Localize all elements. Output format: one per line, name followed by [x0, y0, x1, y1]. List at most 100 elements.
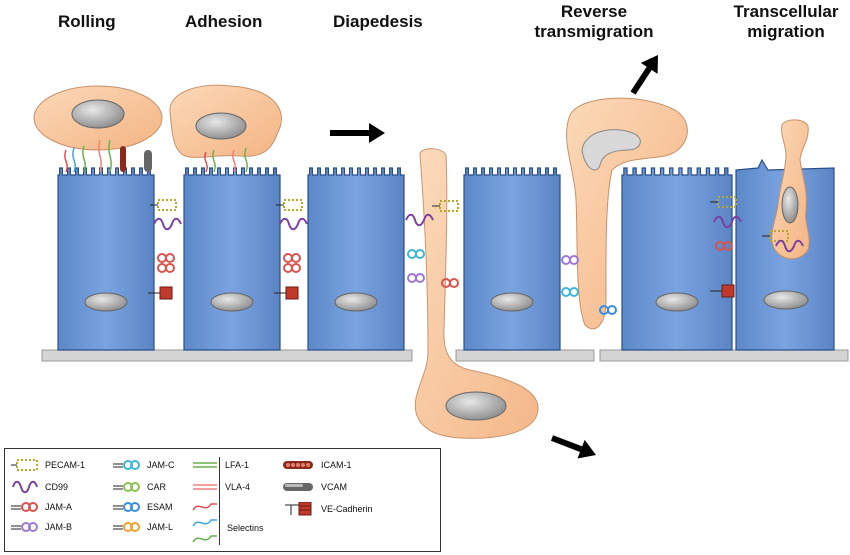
leukocyte-rolling-nucleus	[71, 99, 125, 129]
stage-title-transcellular-line2: migration	[747, 22, 825, 41]
selectin-rolling-2	[72, 147, 76, 173]
legend-label-jaml: JAM-L	[147, 522, 174, 532]
nucleus-transcellular-cell	[763, 290, 809, 310]
basement-membrane-right	[599, 349, 849, 362]
jamc-d-a	[407, 249, 417, 259]
cd99-icon	[12, 480, 38, 494]
legend-label-pecam1: PECAM-1	[45, 460, 86, 470]
legend: PECAM-1 CD99 JAM-A JAM-B JAM-C CAR ESAM	[4, 448, 441, 552]
legend-label-jama: JAM-A	[45, 502, 72, 512]
esam-r-b	[607, 305, 617, 315]
nucleus-reverse	[655, 292, 699, 312]
leukocyte-transcellular-nucleus	[781, 186, 799, 224]
vla4-rolling	[98, 139, 102, 173]
jamc-r-b	[569, 287, 579, 297]
legend-item-selectin-green	[191, 531, 219, 547]
legend-item-jamc: JAM-C	[113, 457, 175, 473]
leukocyte-diapedesis-nucleus	[445, 391, 507, 421]
stage-title-reverse: Reverse transmigration	[530, 2, 658, 42]
lfa1-icon	[193, 462, 217, 468]
jama-bot-a-b	[291, 263, 301, 273]
cd99-t	[775, 239, 804, 253]
legend-item-vecadherin: VE-Cadherin	[281, 501, 373, 517]
legend-label-cd99: CD99	[45, 482, 69, 492]
legend-item-vcam: VCAM	[281, 479, 347, 495]
cd99-r	[713, 215, 742, 229]
legend-label-vcam: VCAM	[321, 482, 348, 492]
stage-title-rolling: Rolling	[58, 12, 116, 31]
jama-top-a-a	[283, 253, 293, 263]
lfa1-adhesion	[212, 149, 216, 173]
icam1-icon	[283, 461, 313, 469]
selectin-green-icon	[192, 535, 217, 543]
stage-title-transcellular: Transcellular migration	[730, 2, 842, 42]
lfa1-adhesion-2	[244, 147, 248, 173]
legend-label-vla4: VLA-4	[225, 482, 251, 492]
jama-bot-r-a	[157, 263, 167, 273]
legend-item-selectin-red	[191, 499, 219, 515]
legend-item-selectin-blue	[191, 515, 219, 531]
jama-bot-r-b	[165, 263, 175, 273]
stage-title-adhesion: Adhesion	[185, 12, 263, 31]
endothelial-cell-reverse	[621, 167, 733, 351]
jaml-icon	[113, 522, 140, 532]
stage-title-diapedesis: Diapedesis	[333, 12, 423, 31]
cd99-r	[153, 217, 182, 231]
cd99-d	[405, 213, 434, 227]
arrow-reverse-head	[640, 55, 658, 74]
jamc-r-a	[561, 287, 571, 297]
leukocyte-diapedesis	[414, 148, 539, 439]
pecam1-icon	[11, 459, 38, 471]
esam-icon	[113, 502, 140, 512]
selectins-bracket	[219, 457, 220, 545]
arrow-diapedesis-head	[369, 123, 385, 143]
jama-top-r-b	[165, 253, 175, 263]
selectin-rolling-1	[64, 149, 68, 173]
arrow-reverse-shaft	[630, 66, 652, 95]
legend-item-jama: JAM-A	[11, 499, 72, 515]
stage-title-reverse-line2: transmigration	[534, 22, 654, 41]
legend-item-vla4: VLA-4	[191, 479, 250, 495]
nucleus-diapedesis-right	[490, 292, 534, 312]
legend-item-icam1: ICAM-1	[281, 457, 352, 473]
legend-label-icam1: ICAM-1	[321, 460, 352, 470]
pecam1-r	[157, 199, 177, 211]
vecadherin-icon	[285, 502, 312, 516]
legend-item-esam: ESAM	[113, 499, 173, 515]
jamb-icon	[11, 522, 38, 532]
selectin-red-icon	[192, 503, 217, 511]
nucleus-diapedesis-left	[334, 292, 378, 312]
jama-top-r-a	[157, 253, 167, 263]
endothelial-cell-diapedesis-right	[463, 167, 561, 351]
endothelial-cell-diapedesis-left	[307, 167, 405, 351]
jamc-icon	[113, 460, 140, 470]
basement-membrane-left	[41, 349, 413, 362]
pecam1-r	[717, 196, 737, 208]
basement-membrane-middle	[455, 349, 595, 362]
legend-label-car: CAR	[147, 482, 167, 492]
vecadherin-r	[159, 286, 173, 300]
car-icon	[113, 482, 140, 492]
arrow-down-head	[577, 439, 596, 459]
selectin-blue-icon	[192, 519, 217, 527]
endothelial-cell-adhesion	[183, 167, 281, 351]
cd99-a	[279, 217, 308, 231]
stage-title-reverse-line1: Reverse	[560, 2, 628, 21]
legend-item-lfa1: LFA-1	[191, 457, 249, 473]
legend-label-jamc: JAM-C	[147, 460, 175, 470]
endothelial-cell-rolling	[57, 167, 155, 351]
nucleus-adhesion	[210, 292, 254, 312]
pecam1-a	[283, 199, 303, 211]
jama-top-a-b	[291, 253, 301, 263]
vecadherin-a	[285, 286, 299, 300]
jama-bot-a-a	[283, 263, 293, 273]
selectin-rolling-3	[82, 145, 86, 173]
legend-item-jaml: JAM-L	[113, 519, 173, 535]
legend-label-selectins: Selectins	[227, 523, 264, 533]
jamc-d-b	[415, 249, 425, 259]
jama-d-b	[449, 278, 459, 288]
legend-label-lfa1: LFA-1	[225, 460, 250, 470]
legend-item-cd99: CD99	[11, 479, 68, 495]
